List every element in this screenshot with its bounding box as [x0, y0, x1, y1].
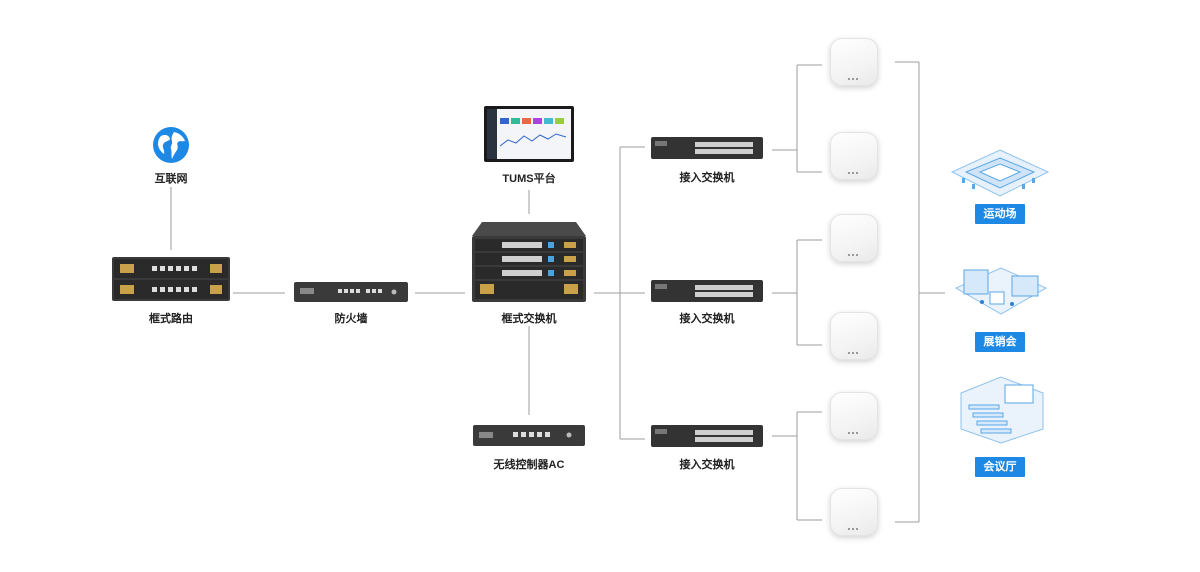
access-switch-2-label: 接入交换机 — [679, 313, 735, 325]
access-point-device[interactable] — [830, 488, 878, 536]
core-switch-label: 框式交换机 — [501, 313, 557, 325]
access-point-device[interactable] — [830, 132, 878, 180]
access-point-device[interactable] — [830, 214, 878, 262]
router-label: 框式路由 — [149, 313, 193, 325]
firewall-label: 防火墙 — [334, 313, 368, 325]
tums-label: TUMS平台 — [502, 173, 556, 185]
exhibition-tag: 展销会 — [975, 332, 1025, 352]
access-switch-device[interactable] — [651, 280, 763, 302]
internet-label: 互联网 — [154, 173, 188, 185]
access-point-device[interactable] — [830, 38, 878, 86]
ac-label: 无线控制器AC — [493, 459, 565, 471]
access-switch-device[interactable] — [651, 137, 763, 159]
firewall-device[interactable] — [294, 282, 408, 302]
access-point-device[interactable] — [830, 312, 878, 360]
meeting-hall-tag: 会议厅 — [975, 457, 1025, 477]
exhibition-illustration — [952, 262, 1050, 318]
access-switch-1-label: 接入交换机 — [679, 172, 735, 184]
stadium-tag: 运动场 — [975, 204, 1025, 224]
access-point-device[interactable] — [830, 392, 878, 440]
core-switch-device[interactable] — [472, 222, 586, 302]
monitor-device[interactable] — [484, 106, 574, 162]
access-switch-3-label: 接入交换机 — [679, 459, 735, 471]
globe-icon — [152, 126, 190, 164]
meeting-hall-illustration — [955, 375, 1047, 445]
router-device[interactable] — [112, 257, 230, 301]
access-switch-device[interactable] — [651, 425, 763, 447]
ac-device[interactable] — [473, 425, 585, 446]
stadium-illustration — [948, 148, 1052, 200]
